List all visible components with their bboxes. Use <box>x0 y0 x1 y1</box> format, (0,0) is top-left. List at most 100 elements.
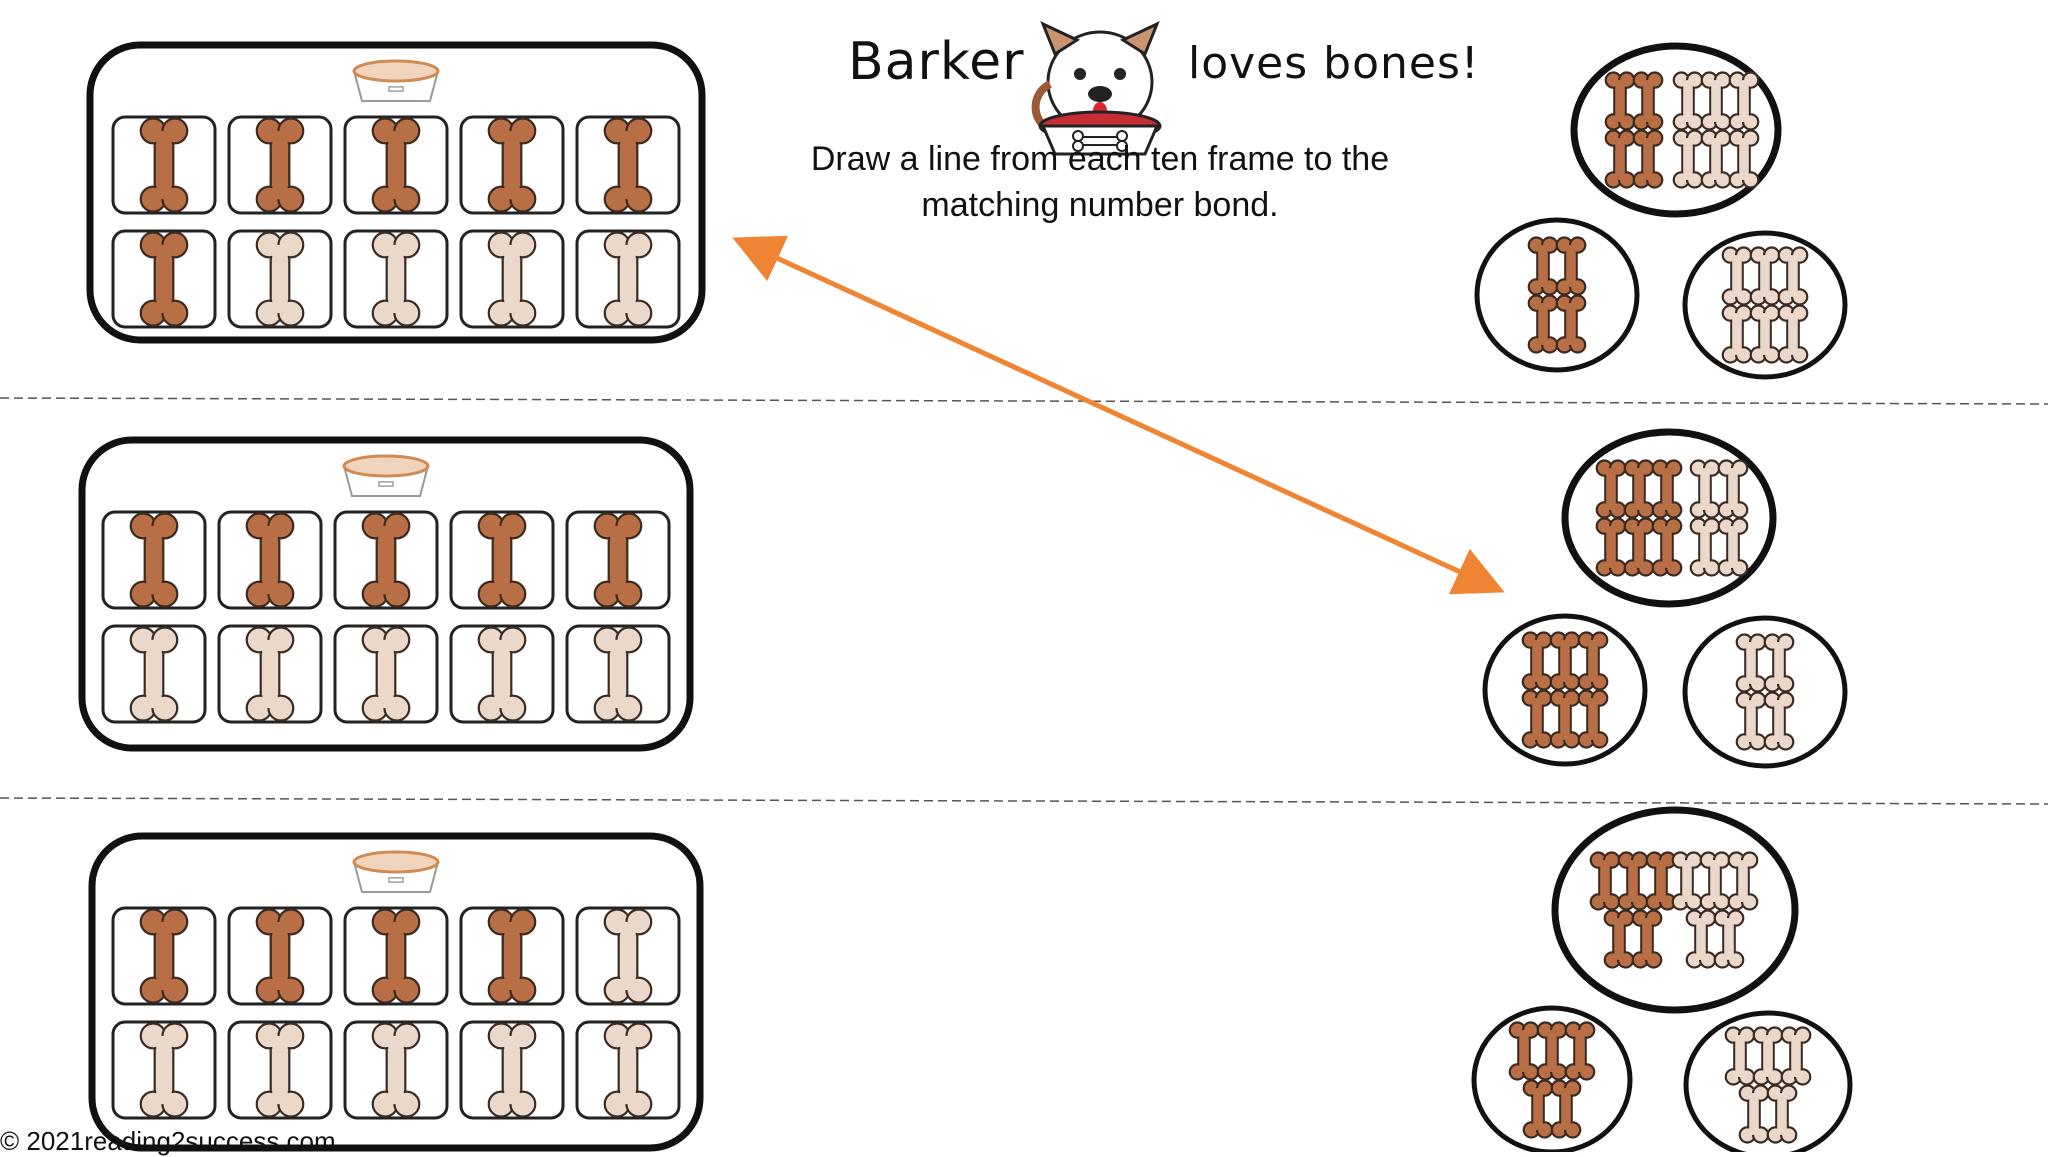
bone-empty-icon <box>487 1022 537 1118</box>
bone-empty-icon <box>603 908 653 1004</box>
title-loves-bones: loves bones! <box>1188 38 1480 89</box>
bone-empty-icon <box>1777 304 1809 364</box>
bone-empty-icon <box>1671 851 1703 911</box>
bond-circle <box>1683 1010 1853 1152</box>
bone-filled-icon <box>1521 631 1553 691</box>
bone-filled-icon <box>1577 631 1609 691</box>
number-bond-right <box>1682 615 1848 769</box>
bone-empty-icon <box>361 626 411 722</box>
bone-filled-icon <box>487 908 537 1004</box>
bone-empty-icon <box>1724 1026 1756 1086</box>
bone-empty-icon <box>487 231 537 327</box>
number-bond-whole <box>1551 806 1799 1014</box>
instruction-text: Draw a line from each ten frame to the m… <box>770 136 1430 228</box>
bone-filled-icon <box>139 117 189 213</box>
bone-filled-icon <box>1595 517 1627 577</box>
bone-filled-icon <box>603 117 653 213</box>
bone-filled-icon <box>593 512 643 608</box>
bone-filled-icon <box>361 512 411 608</box>
bone-filled-icon <box>1577 689 1609 749</box>
bone-empty-icon <box>245 626 295 722</box>
bone-filled-icon <box>1604 129 1636 189</box>
bone-filled-icon <box>1521 689 1553 749</box>
dog-bowl-icon <box>352 850 440 893</box>
title-barker: Barker <box>848 32 1025 92</box>
bond-circle <box>1682 230 1848 380</box>
copyright-footer: © 2021reading2success.com <box>0 1126 336 1156</box>
bone-filled-icon <box>1617 851 1649 911</box>
bone-empty-icon <box>1728 71 1760 131</box>
number-bond <box>1482 428 1848 769</box>
bone-empty-icon <box>1685 909 1717 969</box>
bone-empty-icon <box>1763 633 1795 693</box>
bond-circle <box>1471 1005 1633 1152</box>
number-bond-left <box>1474 217 1640 373</box>
section-divider <box>0 797 2048 805</box>
bone-empty-icon <box>1777 246 1809 306</box>
bone-empty-icon <box>1699 851 1731 911</box>
bond-circle <box>1482 613 1648 767</box>
bone-filled-icon <box>1555 294 1587 354</box>
bone-empty-icon <box>1749 304 1781 364</box>
bone-empty-icon <box>1700 71 1732 131</box>
bond-circle <box>1570 42 1782 218</box>
number-bond-whole <box>1570 42 1782 218</box>
bone-filled-icon <box>477 512 527 608</box>
number-bond-left <box>1471 1005 1633 1152</box>
bone-empty-icon <box>1689 459 1721 519</box>
section-divider <box>0 397 2048 405</box>
bone-filled-icon <box>371 117 421 213</box>
bone-empty-icon <box>1721 304 1753 364</box>
bone-empty-icon <box>1735 691 1767 751</box>
bone-empty-icon <box>1766 1084 1798 1144</box>
dog-bowl-icon <box>352 59 440 102</box>
bone-filled-icon <box>139 231 189 327</box>
bond-circle <box>1682 615 1848 769</box>
bone-empty-icon <box>255 231 305 327</box>
number-bond <box>1474 42 1848 380</box>
bone-empty-icon <box>477 626 527 722</box>
bone-filled-icon <box>1536 1021 1568 1081</box>
instruction-line-2: matching number bond. <box>921 186 1279 224</box>
ten-frame <box>78 436 694 752</box>
bone-filled-icon <box>255 117 305 213</box>
instruction-line-1: Draw a line from each ten frame to the <box>810 140 1390 178</box>
bone-empty-icon <box>1727 851 1759 911</box>
bone-empty-icon <box>1763 691 1795 751</box>
bone-empty-icon <box>603 1022 653 1118</box>
bone-filled-icon <box>1632 129 1664 189</box>
bone-filled-icon <box>245 512 295 608</box>
bone-empty-icon <box>255 1022 305 1118</box>
bone-empty-icon <box>1717 517 1749 577</box>
dog-with-bowl-icon <box>1031 21 1162 156</box>
bone-empty-icon <box>139 1022 189 1118</box>
bone-empty-icon <box>371 231 421 327</box>
ten-frame <box>88 832 704 1152</box>
bone-filled-icon <box>1555 236 1587 296</box>
bone-empty-icon <box>1780 1026 1812 1086</box>
bone-empty-icon <box>1728 129 1760 189</box>
bone-filled-icon <box>487 117 537 213</box>
bone-filled-icon <box>371 908 421 1004</box>
bone-empty-icon <box>1689 517 1721 577</box>
bone-filled-icon <box>1564 1021 1596 1081</box>
bone-empty-icon <box>1738 1084 1770 1144</box>
bone-filled-icon <box>1645 851 1677 911</box>
number-bond-left <box>1482 613 1648 767</box>
bone-filled-icon <box>1631 909 1663 969</box>
number-bond <box>1471 806 1853 1152</box>
bone-empty-icon <box>593 626 643 722</box>
bone-filled-icon <box>1623 517 1655 577</box>
bone-filled-icon <box>1550 1079 1582 1139</box>
bone-filled-icon <box>1527 294 1559 354</box>
bone-empty-icon <box>1713 909 1745 969</box>
bond-circle <box>1551 806 1799 1014</box>
bone-filled-icon <box>1522 1079 1554 1139</box>
bone-empty-icon <box>1672 71 1704 131</box>
bone-filled-icon <box>1651 517 1683 577</box>
bone-empty-icon <box>603 231 653 327</box>
bone-filled-icon <box>1632 71 1664 131</box>
number-bond-right <box>1682 230 1848 380</box>
example-match-arrow <box>732 235 1505 595</box>
